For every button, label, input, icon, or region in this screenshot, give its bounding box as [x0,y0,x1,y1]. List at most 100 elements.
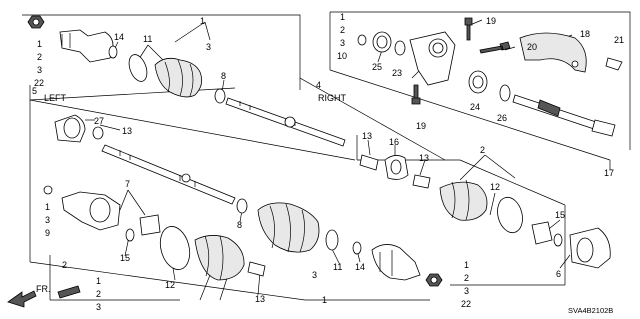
callout-1: 1 [322,295,327,305]
heat-shield [519,32,587,73]
band-13c [412,174,431,189]
bolt-19-top [464,17,473,41]
label-left: LEFT [44,93,67,103]
callout-4: 4 [316,80,321,90]
callout-7: 7 [125,179,130,189]
left-inboard-boot [194,235,245,281]
outboard-cv-joint [59,29,114,63]
callout-19: 19 [486,16,496,26]
callout-2: 2 [464,273,469,283]
callout-3: 3 [464,286,469,296]
callout-22: 22 [34,78,44,88]
callout-1: 1 [45,202,50,212]
callout-8: 8 [221,71,226,81]
boot-band-13 [92,126,104,140]
callout-3: 3 [206,42,211,52]
callout-25: 25 [372,62,382,72]
boot-band-small [214,88,226,104]
callout-26: 26 [497,113,507,123]
upper-left-driveshaft [27,15,346,147]
callout-13: 13 [362,131,372,141]
callout-1: 1 [96,276,101,286]
text-layer: LEFT RIGHT FR. SVA4B2102B 1 2 3 22 1 3 1… [32,12,624,315]
tripod [531,221,553,245]
washer [357,34,367,46]
callout-14: 14 [355,262,365,272]
band-13b [359,154,379,171]
circlip-15a [553,233,563,247]
right-inboard-boot [439,181,488,221]
callout-18: 18 [580,29,590,39]
label-right: RIGHT [318,93,347,103]
circlip [394,40,406,56]
callout-2: 2 [340,25,345,35]
callout-12: 12 [165,280,175,290]
callout-20: 20 [527,42,537,52]
callout-12: 12 [490,182,500,192]
callout-3: 3 [312,270,317,280]
callout-6: 6 [556,269,561,279]
support-bracket [409,31,456,86]
callout-9: 9 [45,228,50,238]
callout-14: 14 [114,32,124,42]
callout-3: 3 [45,215,50,225]
band-13d [247,261,266,277]
bolt-20 [479,41,511,54]
snap-ring-26 [499,84,511,102]
callout-10: 10 [337,51,347,61]
callout-5: 5 [32,86,37,96]
callout-23: 23 [392,68,402,78]
spider [139,214,161,236]
callout-22: 22 [461,299,471,309]
circlip-15b [125,228,135,242]
left-lower-driveshaft [54,114,443,287]
left-half-shaft [101,144,236,205]
diagram-code: SVA4B2102B [568,306,613,315]
callout-3: 3 [96,302,101,312]
front-arrow-icon [7,290,37,308]
callout-1: 1 [200,16,205,26]
callout-2: 2 [480,145,485,155]
left-outboard-cv-joint [371,244,421,281]
callout-2: 2 [37,52,42,62]
snap-ring-14 [352,241,362,255]
callout-27: 27 [94,116,104,126]
callout-13: 13 [122,126,132,136]
callout-11: 11 [143,34,152,44]
callout-1: 1 [464,260,469,270]
center-right-group [359,154,611,269]
callout-8: 8 [237,220,242,230]
boot-band-8 [236,198,248,214]
boot-band-12a [497,196,523,234]
callout-16: 16 [389,137,399,147]
callout-17: 17 [604,168,614,178]
callout-21: 21 [614,35,624,45]
boot-band-12b [159,226,191,270]
boot-band [128,54,148,82]
callout-3: 3 [37,65,42,75]
lower-left-inboard-group [43,185,266,299]
callout-3: 3 [340,38,345,48]
right-upper-group [357,17,623,137]
callout-2: 2 [96,289,101,299]
label-fr: FR. [36,284,51,294]
clip [605,57,623,71]
callout-13: 13 [255,294,265,304]
callout-11: 11 [333,262,342,272]
callout-15: 15 [120,253,130,263]
outboard-boot [154,57,203,98]
dust-seal-key [57,285,81,299]
bolt-19-bottom [411,84,421,105]
callout-13: 13 [419,153,429,163]
boot-band-11 [325,229,339,251]
callout-19: 19 [416,121,426,131]
washer-lower [43,185,53,195]
left-outboard-boot [257,202,320,253]
callout-2: 2 [62,260,67,270]
callout-15: 15 [555,210,565,220]
snap-ring [108,45,118,59]
callout-24: 24 [470,102,480,112]
callout-1: 1 [340,12,345,22]
callout-1: 1 [37,39,42,49]
